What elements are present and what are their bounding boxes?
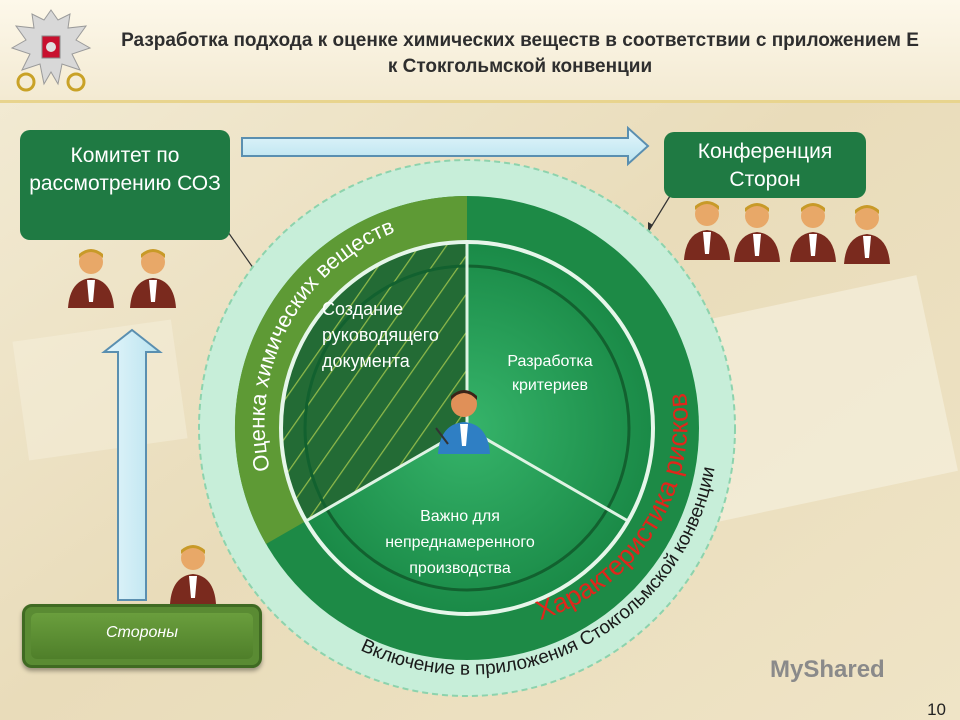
- unintentional-segment-label: Важно для непреднамеренного производства: [385, 508, 535, 577]
- person-icon: [170, 545, 216, 604]
- person-icon: [844, 205, 890, 264]
- person-icon: [684, 201, 730, 260]
- parties-button[interactable]: Стороны: [22, 604, 262, 668]
- person-icon: [130, 249, 176, 308]
- expert-person-icon: [435, 390, 490, 454]
- conference-box: Конференция Сторон: [664, 132, 866, 198]
- header-bar: [0, 0, 960, 103]
- guidance-segment-label: Создание руководящего документа: [322, 299, 439, 371]
- parties-label: Стороны: [31, 613, 253, 659]
- coat-of-arms-icon: [10, 9, 92, 92]
- criteria-segment-label: Разработка критериев: [507, 353, 593, 394]
- watermark-logo: MyShared: [770, 656, 885, 683]
- person-icon: [68, 249, 114, 308]
- person-icon: [734, 203, 780, 262]
- person-icon: [790, 203, 836, 262]
- page-number: 10: [927, 700, 946, 719]
- page-title: Разработка подхода к оценке химических в…: [121, 30, 919, 77]
- committee-box: Комитет по рассмотрению СОЗ: [20, 130, 230, 240]
